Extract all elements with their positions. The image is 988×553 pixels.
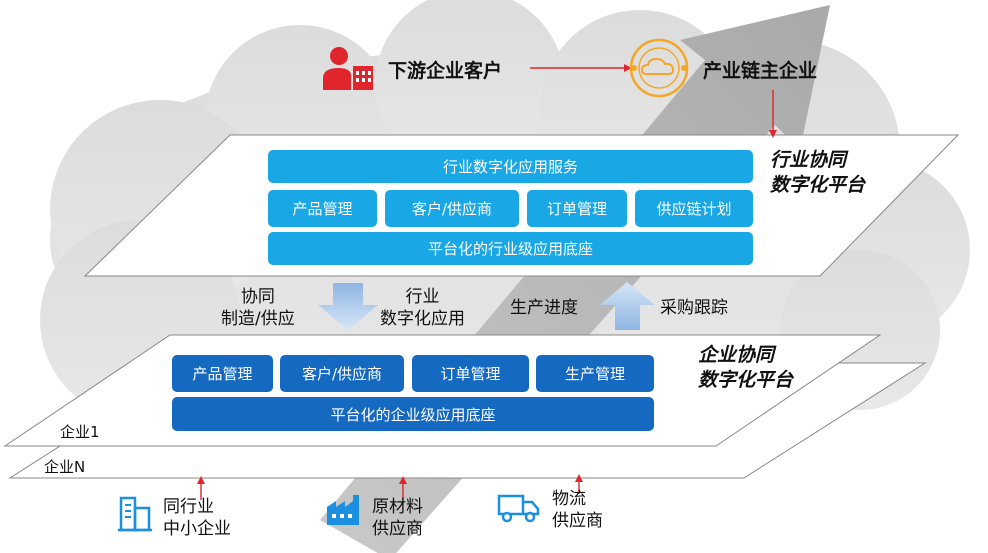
raw-line2: 供应商 [372, 519, 423, 539]
enterprise-module-product: 产品管理 [172, 355, 273, 392]
enterprise-platform-label: 企业协同 数字化平台 [698, 343, 793, 393]
procurement-tracking-text: 采购跟踪 [660, 298, 728, 318]
raw-line1: 原材料 [372, 497, 423, 517]
collab-manufacturing-text: 协同 制造/供应 [221, 286, 295, 330]
truck-icon [497, 494, 540, 523]
enterprise-platform-label-line2: 数字化平台 [698, 369, 794, 391]
building-icon [118, 496, 152, 532]
raw-material-caption: 原材料 供应商 [372, 496, 423, 540]
production-progress-text: 生产进度 [510, 298, 578, 318]
collab-line1: 协同 [240, 287, 275, 307]
enterprise-module-production: 生产管理 [536, 355, 654, 392]
smes-caption: 同行业 中小企业 [163, 496, 231, 540]
logistics-line1: 物流 [552, 489, 586, 509]
enterprise-platform-label-line1: 企业协同 [698, 344, 775, 366]
connector-arrows [197, 64, 777, 500]
industry-platform-label-line2: 数字化平台 [770, 174, 866, 196]
enterprise-module-customer-supplier: 客户/供应商 [280, 355, 404, 392]
smes-line1: 同行业 [163, 497, 214, 517]
collab-line2: 制造/供应 [221, 309, 295, 329]
core-enterprise-label: 产业链主企业 [703, 60, 818, 82]
industry-app-line2: 数字化应用 [380, 309, 465, 329]
enterprise-module-order: 订单管理 [412, 355, 529, 392]
industry-platform-label-line1: 行业协同 [770, 149, 847, 171]
smes-line2: 中小企业 [163, 519, 231, 539]
enterprise-base-bar: 平台化的企业级应用底座 [172, 397, 654, 431]
industry-service-bar: 行业数字化应用服务 [268, 150, 753, 183]
industry-app-line1: 行业 [405, 287, 440, 307]
industry-platform-label: 行业协同 数字化平台 [770, 148, 865, 198]
industry-base-bar: 平台化的行业级应用底座 [268, 232, 753, 265]
layer-1-label: 企业1 [60, 423, 100, 441]
customer-label: 下游企业客户 [388, 60, 503, 82]
cloud-link-icon [629, 38, 689, 98]
industry-module-product: 产品管理 [268, 190, 377, 227]
up-arrow [600, 282, 655, 330]
factory-icon [327, 495, 359, 525]
industry-digital-app-text: 行业 数字化应用 [380, 286, 465, 330]
industry-module-supply-plan: 供应链计划 [635, 190, 753, 227]
customer-icon [323, 47, 373, 90]
layer-n-label: 企业N [44, 458, 86, 476]
industry-module-customer-supplier: 客户/供应商 [385, 190, 519, 227]
logistics-caption: 物流 供应商 [552, 488, 603, 532]
down-arrow [318, 283, 378, 330]
logistics-line2: 供应商 [552, 511, 603, 531]
industry-module-order: 订单管理 [527, 190, 627, 227]
